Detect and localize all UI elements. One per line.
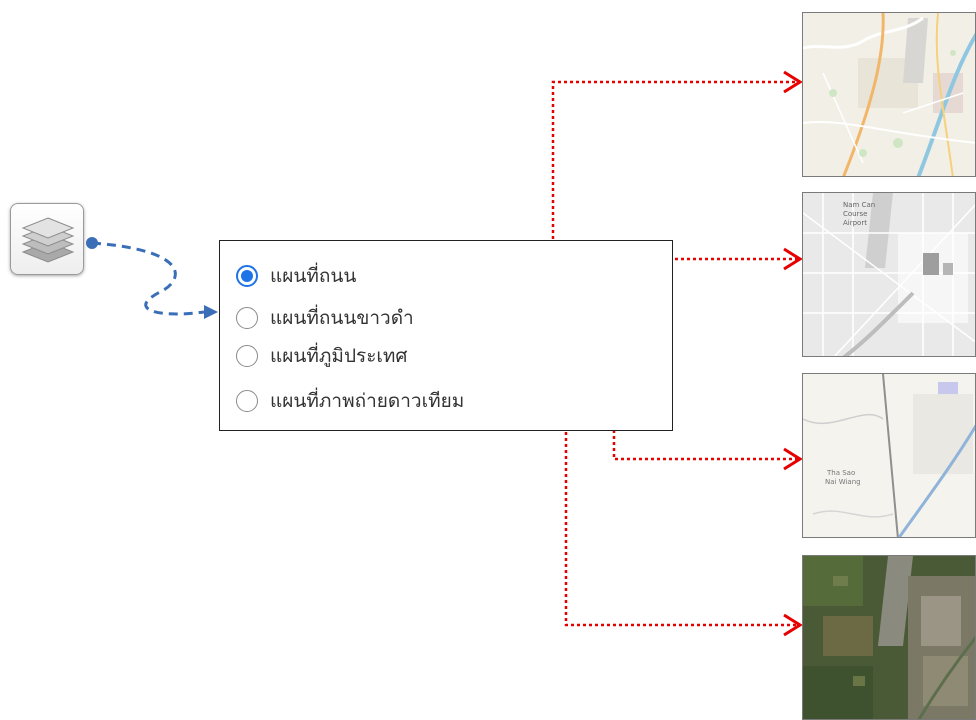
bw-label-2: Course (843, 210, 867, 218)
map-preview-satellite (802, 555, 976, 720)
red-arrowhead-bw (783, 247, 803, 271)
layer-option-road[interactable]: แผนที่ถนน (236, 261, 356, 291)
terrain-label-2: Nai Wiang (825, 478, 861, 486)
bw-label-1: Nam Can (843, 201, 875, 209)
red-connector-bw (447, 257, 800, 321)
layer-option-terrain[interactable]: แผนที่ภูมิประเทศ (236, 341, 408, 371)
layer-option-road-bw[interactable]: แผนที่ถนนขาวดำ (236, 303, 414, 333)
red-arrowhead-satellite (783, 613, 803, 637)
radio-terrain[interactable] (236, 345, 258, 367)
red-arrowhead-terrain (783, 447, 803, 471)
radio-satellite[interactable] (236, 390, 258, 412)
blue-connector (91, 241, 205, 316)
layer-label-road: แผนที่ถนน (270, 265, 357, 287)
terrain-label-1: Tha Sao (826, 469, 855, 477)
layer-switcher-panel: แผนที่ถนน แผนที่ถนนขาวดำ แผนที่ภูมิประเท… (219, 240, 673, 431)
layers-icon (21, 217, 75, 263)
map-preview-terrain: Tha Sao Nai Wiang (802, 373, 976, 538)
red-connector-satellite (524, 400, 800, 627)
layers-button[interactable] (10, 203, 84, 275)
blue-arrowhead (204, 305, 218, 319)
radio-road[interactable] (236, 265, 258, 287)
layer-label-road-bw: แผนที่ถนนขาวดำ (270, 307, 414, 329)
red-arrowhead-road (783, 70, 803, 94)
bw-label-3: Airport (843, 219, 867, 227)
layer-label-satellite: แผนที่ภาพถ่ายดาวเทียม (270, 390, 465, 412)
map-preview-road-bw: Nam Can Course Airport (802, 192, 976, 357)
layer-option-satellite[interactable]: แผนที่ภาพถ่ายดาวเทียม (236, 386, 464, 416)
map-preview-road (802, 12, 976, 177)
radio-road-bw[interactable] (236, 307, 258, 329)
layer-label-terrain: แผนที่ภูมิประเทศ (270, 345, 408, 367)
